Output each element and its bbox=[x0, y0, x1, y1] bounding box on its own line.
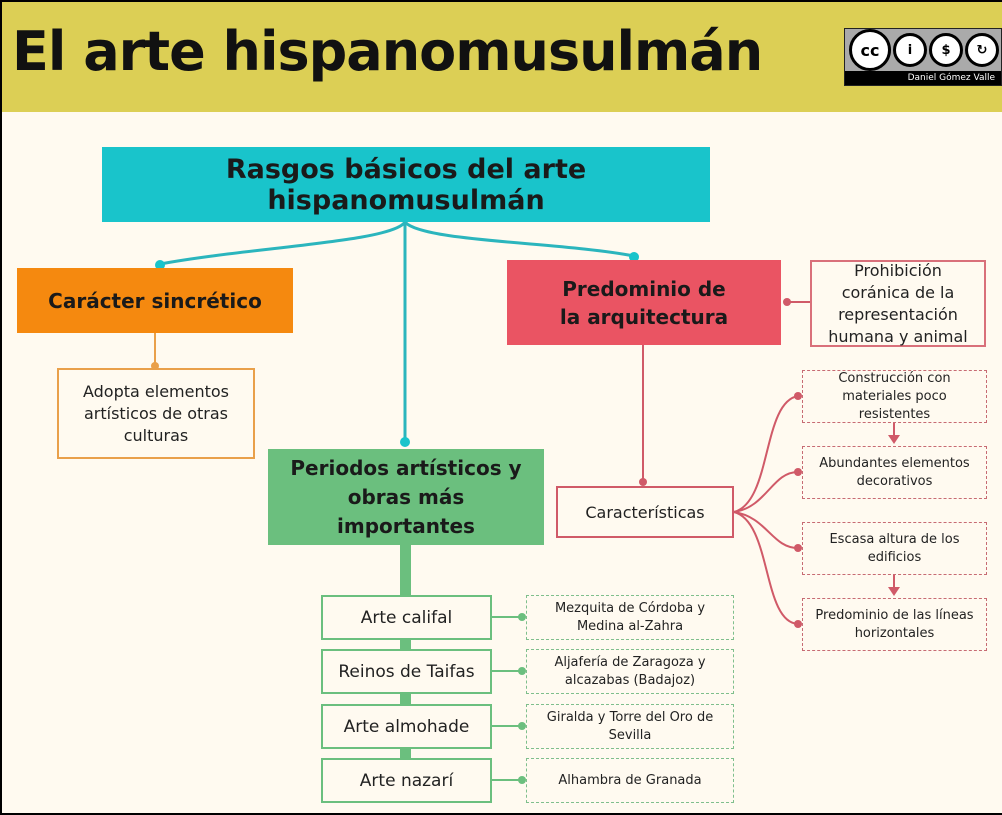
node-prohibicion-coranica[interactable]: Prohibición coránica de la representació… bbox=[810, 260, 986, 347]
header-band: El arte hispanomusulmán cc i $ ↻ Daniel … bbox=[2, 2, 1002, 112]
node-label: Abundantes elementos decorativos bbox=[819, 455, 970, 489]
license-author: Daniel Gómez Valle bbox=[845, 71, 1001, 85]
cc-license-badge[interactable]: cc i $ ↻ Daniel Gómez Valle bbox=[844, 28, 1002, 86]
page-title: El arte hispanomusulmán bbox=[12, 20, 763, 83]
cc-icon: cc bbox=[849, 29, 891, 71]
node-predominio-arquitectura[interactable]: Predominio de la arquitectura bbox=[507, 260, 781, 345]
works-label: Aljafería de Zaragoza y alcazabas (Badaj… bbox=[554, 654, 706, 688]
period-label: Arte califal bbox=[360, 607, 453, 628]
node-label: Escasa altura de los edificios bbox=[829, 531, 960, 565]
works-item[interactable]: Alhambra de Granada bbox=[526, 758, 734, 803]
node-periodos-artisticos[interactable]: Periodos artísticos y obras más importan… bbox=[268, 449, 544, 545]
caracteristica-item[interactable]: Construcción con materiales poco resiste… bbox=[802, 370, 987, 423]
node-caracter-sincretico[interactable]: Carácter sincrético bbox=[17, 268, 293, 333]
nc-icon: $ bbox=[929, 33, 963, 67]
node-caracteristicas[interactable]: Características bbox=[556, 486, 734, 538]
by-icon: i bbox=[893, 33, 927, 67]
period-label: Reinos de Taifas bbox=[338, 661, 475, 682]
period-item[interactable]: Arte califal bbox=[321, 595, 492, 640]
node-sincretico-detail[interactable]: Adopta elementos artísticos de otras cul… bbox=[57, 368, 255, 459]
works-item[interactable]: Giralda y Torre del Oro de Sevilla bbox=[526, 704, 734, 749]
node-label: Carácter sincrético bbox=[48, 288, 262, 313]
root-label: Rasgos básicos del arte hispanomusulmán bbox=[225, 153, 587, 216]
caracteristica-item[interactable]: Predominio de las líneas horizontales bbox=[802, 598, 987, 651]
works-label: Alhambra de Granada bbox=[558, 772, 702, 788]
works-label: Mezquita de Córdoba y Medina al-Zahra bbox=[554, 600, 706, 634]
node-label: Características bbox=[585, 502, 705, 522]
sa-icon: ↻ bbox=[965, 33, 999, 67]
period-item[interactable]: Reinos de Taifas bbox=[321, 649, 492, 694]
node-label: Construcción con materiales poco resiste… bbox=[838, 370, 951, 422]
period-item[interactable]: Arte nazarí bbox=[321, 758, 492, 803]
root-node[interactable]: Rasgos básicos del arte hispanomusulmán bbox=[102, 147, 710, 222]
license-icons: cc i $ ↻ bbox=[849, 29, 999, 71]
works-label: Giralda y Torre del Oro de Sevilla bbox=[546, 709, 714, 743]
node-label: Prohibición coránica de la representació… bbox=[828, 260, 968, 346]
period-item[interactable]: Arte almohade bbox=[321, 704, 492, 749]
caracteristica-item[interactable]: Escasa altura de los edificios bbox=[802, 522, 987, 575]
works-item[interactable]: Mezquita de Córdoba y Medina al-Zahra bbox=[526, 595, 734, 640]
node-label: Adopta elementos artísticos de otras cul… bbox=[82, 381, 230, 445]
caracteristica-item[interactable]: Abundantes elementos decorativos bbox=[802, 446, 987, 499]
works-item[interactable]: Aljafería de Zaragoza y alcazabas (Badaj… bbox=[526, 649, 734, 694]
period-label: Arte nazarí bbox=[359, 770, 454, 791]
node-label: Predominio de la arquitectura bbox=[559, 276, 729, 329]
node-label: Predominio de las líneas horizontales bbox=[815, 607, 974, 641]
period-label: Arte almohade bbox=[343, 716, 470, 737]
node-label: Periodos artísticos y obras más importan… bbox=[290, 455, 522, 538]
